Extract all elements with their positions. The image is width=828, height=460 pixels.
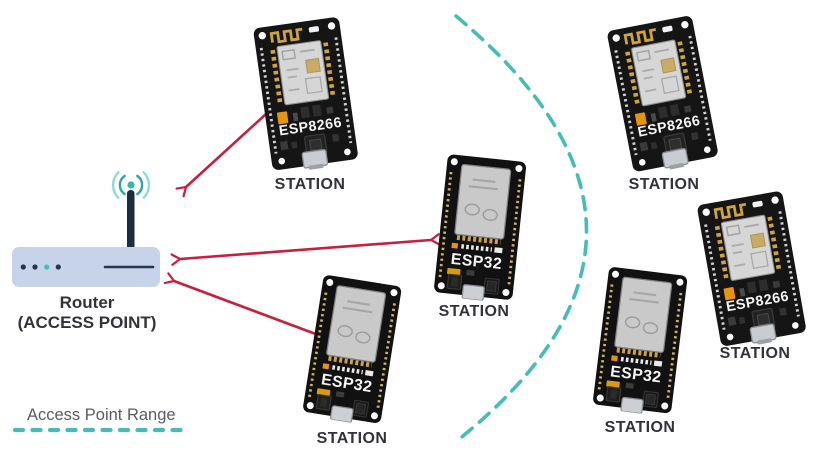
router-body <box>12 247 160 287</box>
station-label: STATION <box>316 430 388 447</box>
esp8266-board: ESP8266 <box>250 14 362 176</box>
esp32-board-icon: ESP32 <box>588 264 693 418</box>
esp8266-board: ESP8266 <box>603 13 722 179</box>
esp32-board: ESP32 <box>297 272 406 428</box>
router-label-line2: (ACCESS POINT) <box>17 313 157 332</box>
esp32-board: ESP32 <box>588 264 693 418</box>
station-label: STATION <box>438 303 510 320</box>
station-label: STATION <box>604 419 676 436</box>
chip-label: ESP32 <box>450 251 503 273</box>
esp8266-board: ESP8266 <box>694 188 811 353</box>
wifi-link-arrow-middle <box>170 233 441 266</box>
wifi-link-arrow-bottom <box>163 272 332 345</box>
access-point-range-arc <box>454 14 589 442</box>
esp8266-board-icon: ESP8266 <box>250 14 362 176</box>
esp32-board-icon: ESP32 <box>429 152 532 304</box>
station-label: STATION <box>274 176 346 193</box>
router-antenna <box>127 190 135 250</box>
esp32-board: ESP32 <box>429 152 532 304</box>
chip-label: ESP32 <box>609 363 662 386</box>
router-label: Router (ACCESS POINT) <box>2 293 172 333</box>
wifi-link-arrow-top <box>175 103 277 198</box>
station-label: STATION <box>719 345 791 362</box>
esp32-board-icon: ESP32 <box>297 272 406 428</box>
router-status-lights <box>20 264 61 270</box>
wifi-signal-icon <box>111 171 151 199</box>
router-label-line1: Router <box>59 293 115 312</box>
esp8266-board-icon: ESP8266 <box>603 13 722 179</box>
esp8266-board-icon: ESP8266 <box>694 188 811 353</box>
router-icon <box>12 171 160 287</box>
station-label: STATION <box>628 176 700 193</box>
access-point-range-legend: Access Point Range <box>27 406 176 424</box>
